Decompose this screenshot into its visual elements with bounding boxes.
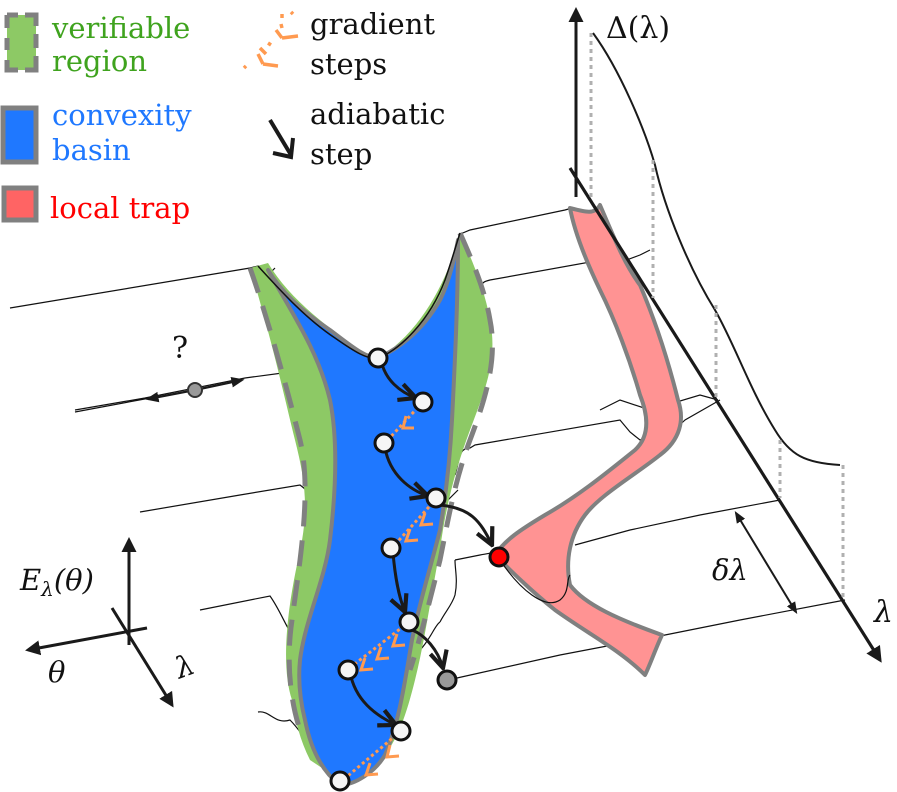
verifiable-region-border <box>247 231 495 731</box>
escaped-gray-node <box>436 669 458 691</box>
local-trap-shape <box>493 203 683 677</box>
legend-verifiable-line2: region <box>52 44 147 78</box>
lambda-main-axis <box>568 167 882 663</box>
lambda-small-label: λ <box>169 647 199 686</box>
legend-gradient-line2: steps <box>310 47 387 81</box>
trap-inner-curve <box>499 559 571 604</box>
legend-convexity-basin: convexity basin <box>0 98 192 167</box>
lambda-axis-label: λ <box>873 595 893 630</box>
node <box>425 487 447 509</box>
gap-plot: Δ(λ) λ δλ <box>568 7 893 663</box>
slice-1 <box>9 265 276 309</box>
node <box>412 391 434 413</box>
adiabatic-steps <box>348 359 492 725</box>
coordinate-axes: Eλ(θ) θ λ <box>19 537 199 708</box>
legend-adiabatic-line1: adiabatic <box>310 97 445 131</box>
convexity-basin-shape <box>266 238 460 787</box>
node <box>390 720 412 742</box>
slice-4b <box>439 559 457 623</box>
legend-gradient-line1: gradient <box>310 7 435 41</box>
unknown-node <box>187 382 203 398</box>
path-nodes <box>329 347 510 792</box>
gap-label: Δ(λ) <box>606 11 670 46</box>
gradient-steps-icon <box>242 10 299 70</box>
legend-basin-line2: basin <box>52 133 131 167</box>
legend: verifiable region convexity basin local … <box>0 7 445 225</box>
slice-q <box>74 397 151 413</box>
legend-adiabatic-step: adiabatic step <box>268 97 445 171</box>
unknown-step: ? <box>145 331 245 403</box>
slice-5c <box>419 621 441 651</box>
gap-projection-lines <box>589 33 845 600</box>
legend-verifiable-region: verifiable region <box>4 11 190 78</box>
node <box>398 611 420 633</box>
legend-gradient-steps: gradient steps <box>242 7 435 81</box>
node <box>337 659 359 681</box>
delta-lambda-label: δλ <box>712 553 748 587</box>
theta-axis-label: θ <box>48 655 65 689</box>
adiabatic-arrow-icon <box>268 118 293 157</box>
delta-lambda-arrow <box>734 510 798 615</box>
node <box>367 347 389 369</box>
local-trap <box>493 203 683 677</box>
trap-point <box>488 546 510 568</box>
legend-basin-line1: convexity <box>52 98 192 132</box>
slice-1b <box>457 207 573 236</box>
gap-curve <box>592 32 841 466</box>
question-mark: ? <box>172 331 188 366</box>
legend-trap-label: local trap <box>50 191 190 225</box>
legend-adiabatic-line2: step <box>310 137 372 171</box>
legend-verifiable-line1: verifiable <box>51 11 190 45</box>
legend-local-trap: local trap <box>1 185 190 225</box>
node <box>380 537 402 559</box>
node <box>373 432 395 454</box>
slice-4d <box>574 499 781 546</box>
gradient-steps <box>342 401 439 782</box>
node <box>329 770 351 792</box>
energy-axis-label: Eλ(θ) <box>19 563 94 601</box>
